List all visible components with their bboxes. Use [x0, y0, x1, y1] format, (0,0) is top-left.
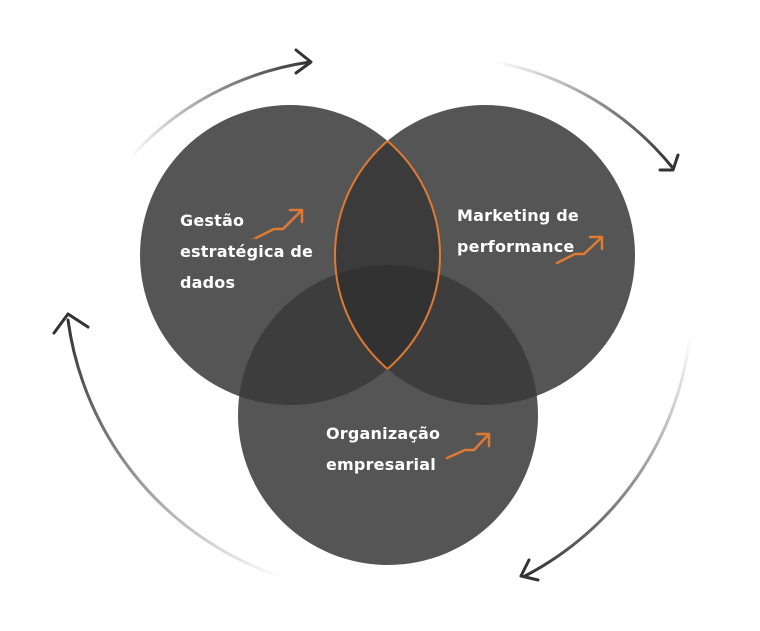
trend-up-arrow-icon	[251, 208, 304, 240]
overlap-marketing-organizacao	[335, 265, 538, 405]
label-line: performance	[457, 237, 575, 256]
label-line: Organização	[326, 424, 441, 443]
label-gestao: Gestão estratégica de dados	[180, 205, 313, 298]
cycle-arrow-icon	[128, 48, 313, 160]
label-line: Marketing de	[457, 206, 579, 225]
lens-outline	[333, 140, 442, 370]
cycle-arrow-icon	[52, 312, 287, 580]
label-organizacao: Organização empresarial	[326, 418, 440, 480]
label-line: empresarial	[326, 455, 436, 474]
label-line: estratégica de	[180, 242, 314, 261]
trend-up-arrow-icon	[445, 432, 491, 460]
label-line: dados	[180, 273, 236, 292]
cycle-arrow-icon	[493, 60, 680, 172]
label-marketing: Marketing de performance	[457, 200, 579, 262]
label-line: Gestão	[180, 211, 245, 230]
overlap-gestao-marketing	[335, 105, 440, 405]
trend-up-arrow-icon	[555, 235, 604, 265]
overlap-gestao-organizacao	[238, 265, 440, 405]
cycle-arrow-icon	[519, 333, 692, 582]
